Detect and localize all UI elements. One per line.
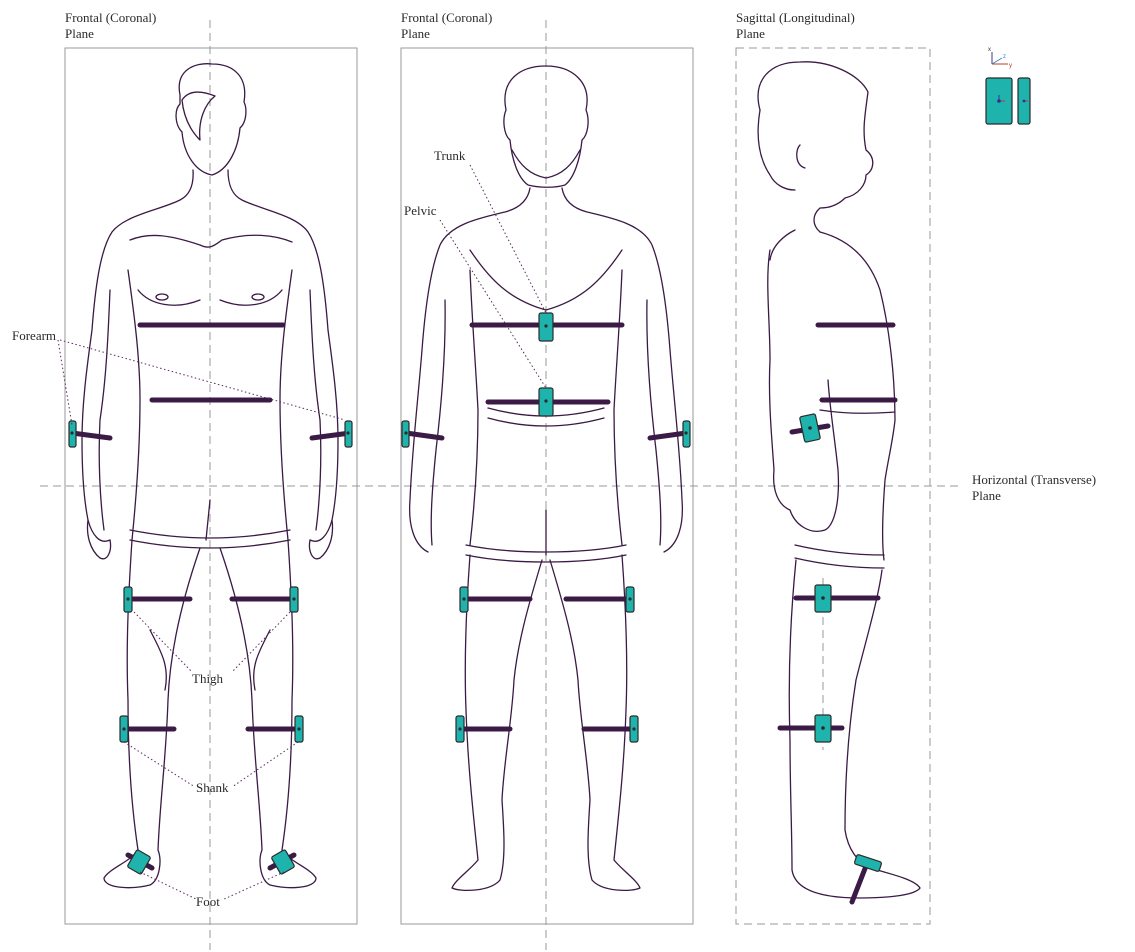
label-trunk: Trunk [434,148,466,163]
label-forearm: Forearm [12,328,56,343]
legend-z-axis [992,58,1002,64]
sensor-foot-right-front [271,849,295,874]
sensor-foot-left-front [127,849,151,874]
frontal-plane-label-back: Frontal (Coronal)Plane [401,10,492,41]
legend-z-label: z [1003,54,1006,60]
sagittal-plane-label: Sagittal (Longitudinal)Plane [736,10,855,41]
label-thigh: Thigh [192,671,224,686]
sensor-foot-side [854,854,882,872]
label-pelvic: Pelvic [404,203,437,218]
frontal-plane-label-front: Frontal (Coronal)Plane [65,10,156,41]
legend-y-label: y [1009,63,1012,69]
legend-x-label: x [988,47,991,53]
side-view-figure [758,62,920,898]
straps [72,325,895,902]
sensor-axes-legend: x y z [986,47,1030,124]
label-foot: Foot [196,894,220,909]
horizontal-plane-label: Horizontal (Transverse)Plane [972,472,1096,503]
label-shank: Shank [196,780,229,795]
sensors [69,313,882,875]
